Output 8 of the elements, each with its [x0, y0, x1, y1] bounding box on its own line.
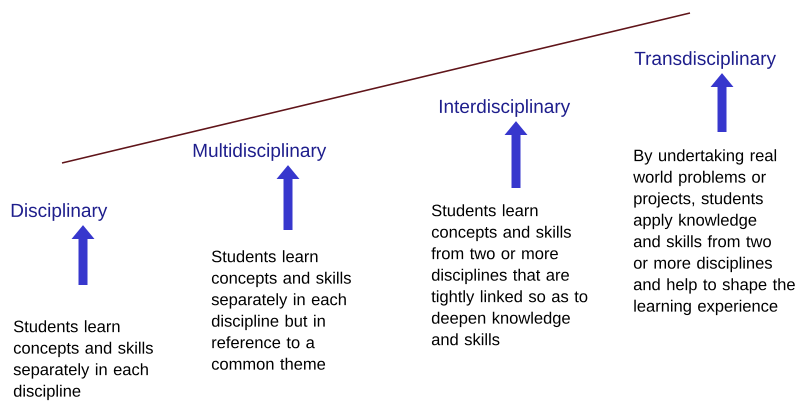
description-text: By undertaking real world problems or projects, students apply knowledge and skills from two or more disciplines and help to shape the learning experience	[633, 149, 795, 316]
stage-heading: Disciplinary	[12, 203, 108, 221]
stage-heading: Interdisciplinary	[440, 99, 570, 117]
description-text: Students learn concepts and skills from two or more disciplines that are tightly linked so as to deepen knowledge and skills	[431, 204, 588, 346]
description-text: Students learn concepts and skills separately in each discipline but in reference to a common theme	[212, 250, 351, 370]
stage-heading: Multidisciplinary	[194, 143, 326, 161]
stage-heading: Transdisciplinary	[634, 51, 776, 69]
description-text: Students learn concepts and skills separately in each discipline	[14, 320, 153, 400]
